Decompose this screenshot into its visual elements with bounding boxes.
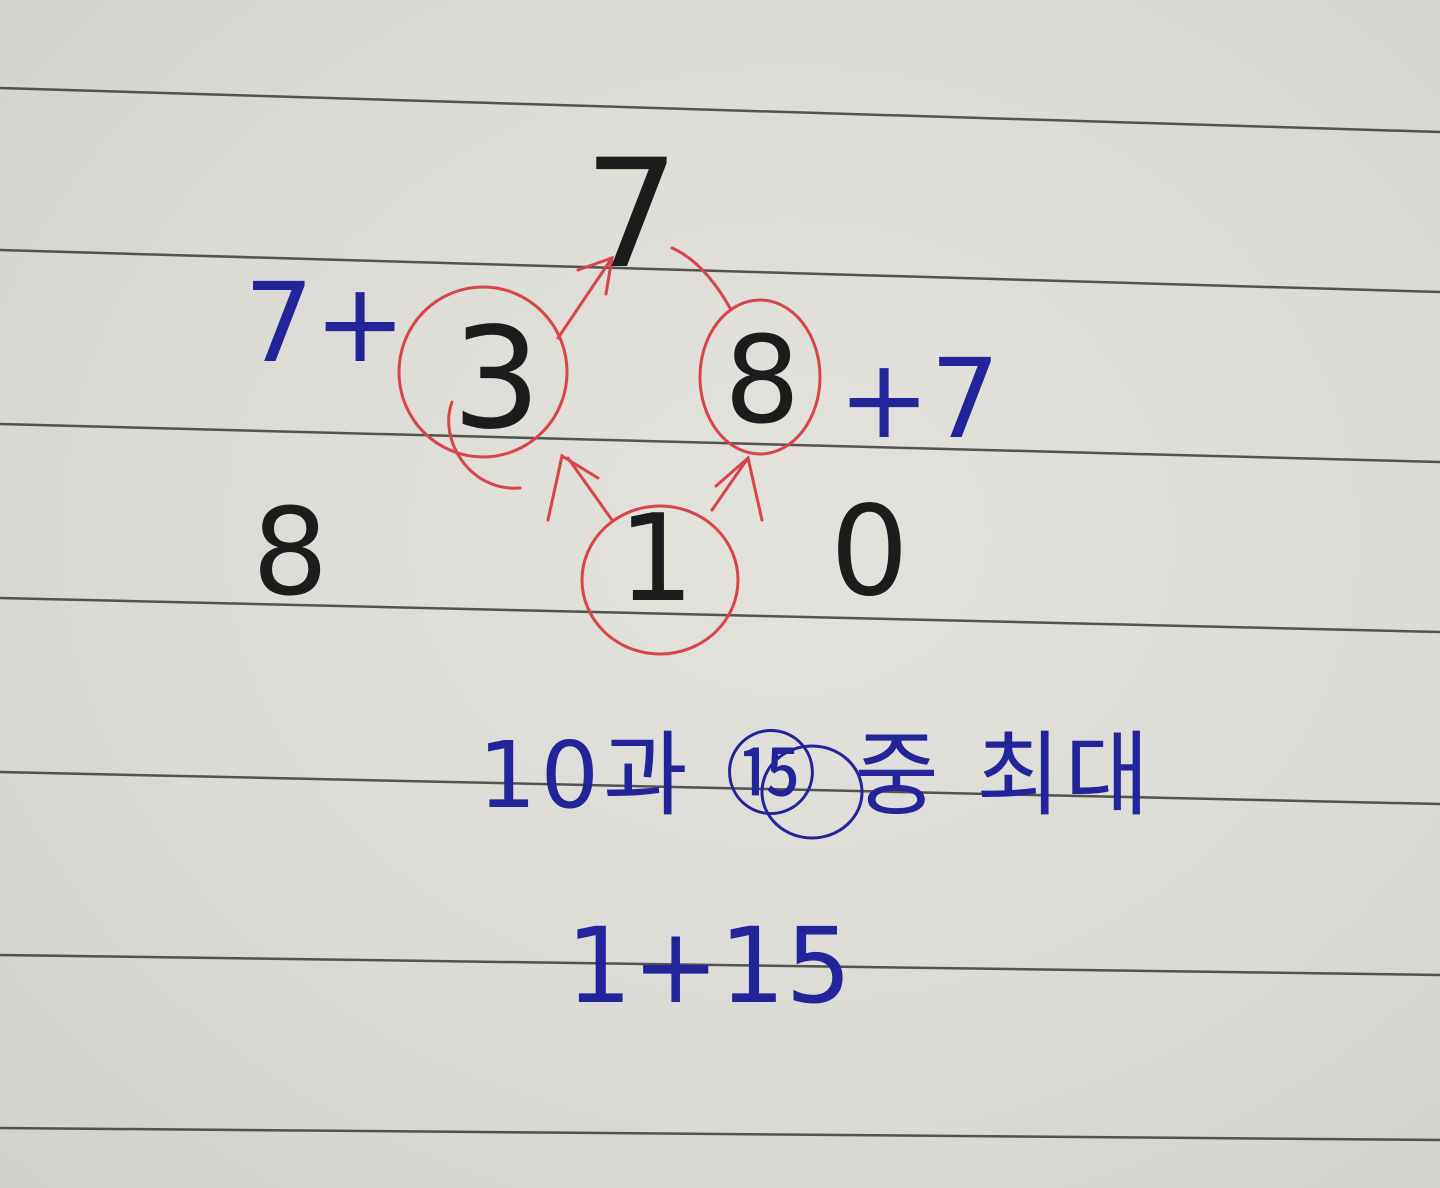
left-annotation: 7+ [244,259,407,387]
arrow-head [714,455,764,522]
arrow-1-to-3 [566,456,614,522]
rule-line [0,1126,1440,1142]
arrow-head [576,255,614,296]
tree-left-number: 3 [452,298,542,461]
arrow-3-to-7 [556,256,614,340]
tree-bottom-number: 1 [618,490,695,629]
comparison-note: 10과 ⑮ 중 최대 [478,722,1154,829]
circle-node-1 [580,504,740,656]
rule-line [0,953,1440,977]
rule-line [0,770,1440,806]
sum-note: 1+15 [566,905,852,1027]
arc-7-to-8 [670,246,732,310]
circle-node-3 [397,285,569,459]
rule-line [0,422,1440,464]
tree-root-number: 7 [584,128,680,302]
arrow-head [546,453,600,522]
rule-line [0,596,1440,634]
loop-stroke [447,400,522,490]
rule-line [0,86,1440,134]
tree-bottom-left-number: 8 [252,484,329,623]
tree-right-number: 8 [724,312,801,451]
circle-fifteen [760,744,864,840]
circle-node-8 [698,298,822,456]
right-annotation: +7 [838,335,1001,463]
tree-bottom-right-number: 0 [830,480,909,624]
rule-line [0,248,1440,294]
arrow-1-to-8 [710,456,750,512]
